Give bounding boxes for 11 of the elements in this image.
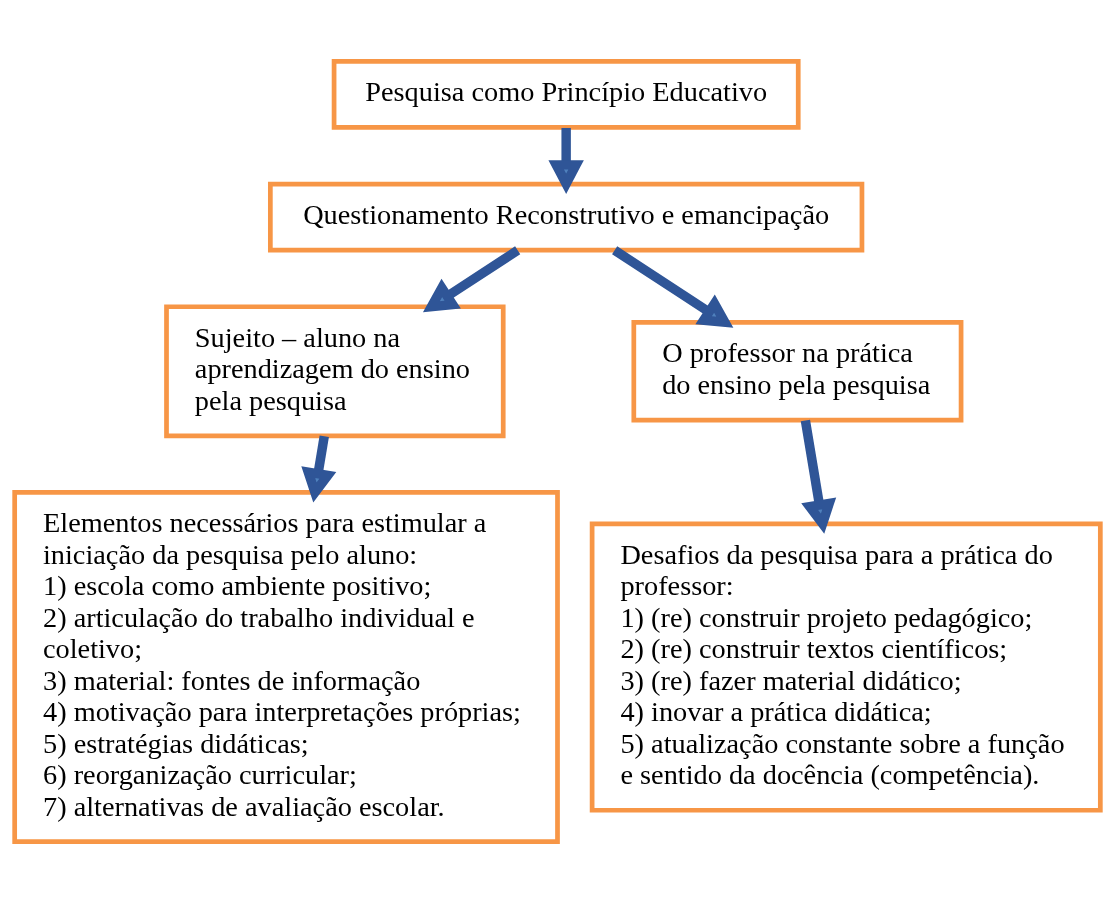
node-box: O professor na prática do ensino pela pesquisa (631, 319, 964, 422)
node-box: Sujeito – aluno na aprendizagem do ensino pela pesquisa (164, 303, 506, 438)
node-box: Questionamento Reconstrutivo e emancipação (268, 181, 865, 252)
arrow (301, 435, 337, 502)
arrow (422, 245, 521, 312)
arrow (548, 127, 584, 194)
node-box: Pesquisa como Princípio Educativo (331, 58, 801, 130)
node-box: Elementos necessários para estimular a iniciação da pesquisa pelo aluno: 1) escola como ambiente positivo; 2) articulação do trabalho individual e coletivo; 3) material: fontes de informação 4) motivação para interpretações próprias; 5) estratégias didáticas; 6) reorganização curricular; 7) alternativas de avaliação escolar. (12, 489, 560, 844)
arrow (612, 245, 734, 328)
node-box: Desafios da pesquisa para a prática do professor: 1) (re) construir projeto pedagógico; 2) (re) construir textos científicos; 3) (re) fazer material didático; 4) inovar a prática didática; 5) atualização constante sobre a função e sentido da docência (competência). (589, 521, 1103, 813)
arrow (800, 419, 837, 534)
